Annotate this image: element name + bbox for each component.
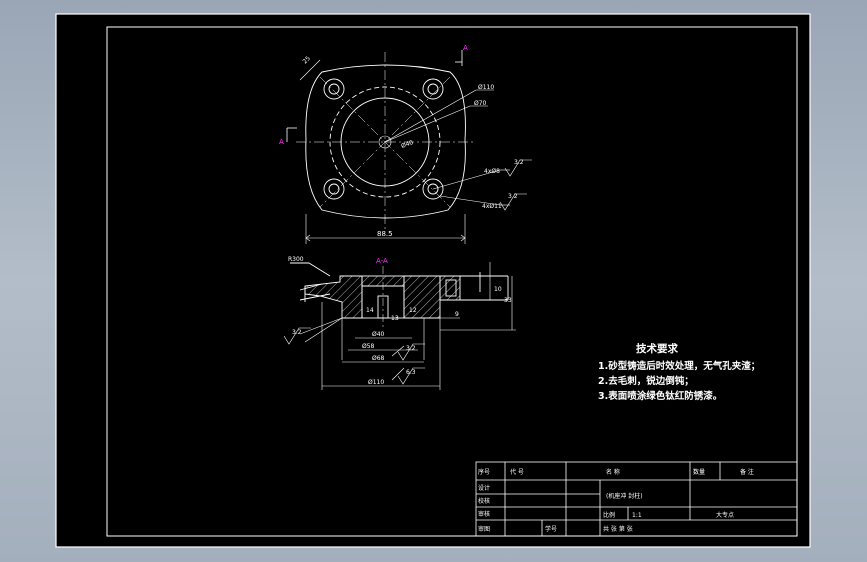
col-qty-label: 数量: [693, 468, 705, 476]
roughness-value: 3.2: [508, 193, 518, 200]
title-block-frame: [475, 461, 798, 537]
tech-requirement-item: 3.表面喷涂绿色钛红防锈漆。: [598, 390, 722, 402]
leader-4phi11: [439, 195, 501, 206]
roughness-value: 3.2: [406, 345, 416, 352]
roughness-symbol: [283, 327, 311, 345]
row-review-label: 审核: [478, 510, 490, 518]
roughness-symbol: [504, 159, 532, 177]
bolt-hole-inner: [427, 183, 439, 195]
title-block: [475, 461, 798, 537]
leader-phi70: [384, 105, 471, 143]
row-design-label: 设计: [478, 484, 490, 492]
dim-13-label: 13: [391, 315, 399, 322]
4phi11-label: 4xØ11: [482, 203, 502, 210]
section-mark-right: A: [463, 44, 468, 52]
top-view-labels: 25 Ø110 Ø70 Ø40 4xØ8 4xØ11 88.5 A A 3.2 …: [279, 44, 524, 238]
col-code-label: 代 号: [510, 468, 524, 476]
tech-requirements-heading: 技术要求: [636, 342, 678, 355]
leader-r300: [308, 262, 331, 277]
phi40-label: Ø40: [400, 139, 414, 150]
phi40-label: Ø40: [372, 331, 385, 338]
dim-33-label: 33: [504, 297, 512, 304]
col-remark-label: 备 注: [740, 468, 754, 476]
flange-hole: [445, 279, 457, 297]
roughness-value: 3.2: [514, 159, 524, 166]
roughness-value: 6.3: [406, 369, 416, 376]
leader-phi110: [384, 89, 477, 143]
title-block-text: 序号 代 号 名 称 数量 备 注 设计 校核 审核 审图 (机座冲 封柱) 比…: [478, 468, 754, 533]
bolt-hole-inner: [328, 83, 340, 95]
col-name-label: 名 称: [606, 468, 620, 476]
left-flange-bottom: [299, 293, 331, 301]
phi110-label: Ø110: [478, 84, 494, 91]
scale-label: 比例: [603, 511, 615, 519]
dim-12-label: 12: [409, 307, 417, 314]
technical-requirements: 技术要求 1.砂型铸造后时效处理，无气孔夹渣； 2.去毛刺，锐边倒钝； 3.表面…: [598, 342, 760, 402]
row-check-label: 校核: [478, 497, 490, 505]
leader-roughness: [391, 367, 405, 381]
section-view-labels: A-A R300 Ø40 Ø58 Ø68 Ø110 14 13 12 10 9 …: [288, 256, 512, 386]
left-flange-top: [299, 283, 323, 291]
bolt-hole: [323, 78, 345, 100]
phi70-label: Ø70: [474, 100, 487, 107]
row-approve-label: 审图: [478, 525, 490, 533]
dim-9-label: 9: [455, 311, 459, 318]
dim-10-label: 10: [494, 286, 502, 293]
drawing-border: [106, 26, 798, 537]
col-seq-label: 序号: [478, 468, 490, 476]
phi110-label: Ø110: [368, 379, 384, 386]
bolt-hole: [422, 178, 444, 200]
width-label: 88.5: [377, 230, 393, 238]
roughness-value: 3.2: [292, 329, 302, 336]
arrowhead: [460, 234, 466, 242]
r300-label: R300: [288, 256, 304, 263]
phi58-label: Ø58: [362, 343, 375, 350]
4phi8-label: 4xØ8: [484, 168, 500, 175]
scale-value: 1:1: [632, 512, 642, 519]
sheet-count: 共 张 第 张: [603, 525, 633, 533]
bolt-hole-inner: [328, 183, 340, 195]
school-name: 大专点: [716, 511, 734, 519]
leader-4phi8: [432, 169, 501, 190]
section-view: [283, 262, 516, 390]
phi68-label: Ø68: [372, 355, 385, 362]
roughness-symbol: [397, 343, 425, 361]
student-no-label: 学号: [545, 525, 557, 533]
section-title: A-A: [376, 257, 388, 265]
roughness-symbol: [499, 193, 527, 211]
radius-dimension: [299, 59, 321, 81]
dim-14-label: 14: [366, 307, 374, 314]
top-view: [286, 50, 532, 244]
arrowhead: [305, 234, 311, 242]
radius-label: 25: [301, 55, 311, 65]
bolt-hole: [422, 78, 444, 100]
leader-roughness: [391, 345, 405, 357]
leader-roughness: [299, 317, 343, 335]
tech-requirement-item: 1.砂型铸造后时效处理，无气孔夹渣；: [598, 360, 760, 372]
section-mark-left: A: [279, 138, 284, 146]
tech-requirement-item: 2.去毛刺，锐边倒钝；: [598, 375, 694, 387]
leader-roughness: [304, 317, 343, 343]
roughness-symbol: [397, 367, 425, 385]
flange-outline: [305, 64, 466, 219]
bolt-hole: [323, 178, 345, 200]
part-name: (机座冲 封柱): [606, 492, 643, 500]
